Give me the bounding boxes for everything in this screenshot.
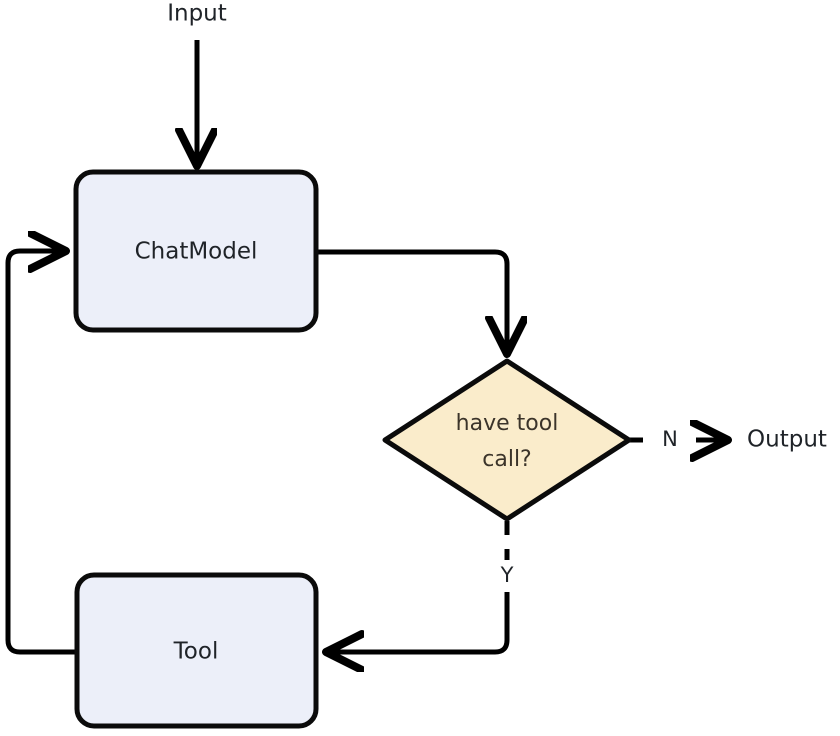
edge-chatmodel-to-decision: [316, 249, 507, 352]
chatmodel-label: ChatModel: [135, 239, 258, 265]
tool-box[interactable]: [74, 572, 319, 729]
edge-label-no: N: [662, 427, 678, 451]
input-label: Input: [167, 1, 227, 27]
decision-label-line2: call?: [482, 447, 531, 472]
tool-label: Tool: [173, 639, 219, 665]
decision-diamond[interactable]: [382, 358, 632, 522]
node-decision[interactable]: have tool call?: [382, 358, 632, 522]
node-chatmodel[interactable]: ChatModel: [73, 169, 319, 333]
output-label: Output: [747, 427, 827, 453]
edge-label-yes: Y: [500, 563, 514, 587]
edge-decision-to-tool-lower: [328, 592, 510, 652]
edge-tool-to-chatmodel: [5, 251, 77, 655]
decision-label-line1: have tool: [456, 411, 559, 436]
chatmodel-box[interactable]: [73, 169, 319, 333]
node-tool[interactable]: Tool: [74, 572, 319, 729]
